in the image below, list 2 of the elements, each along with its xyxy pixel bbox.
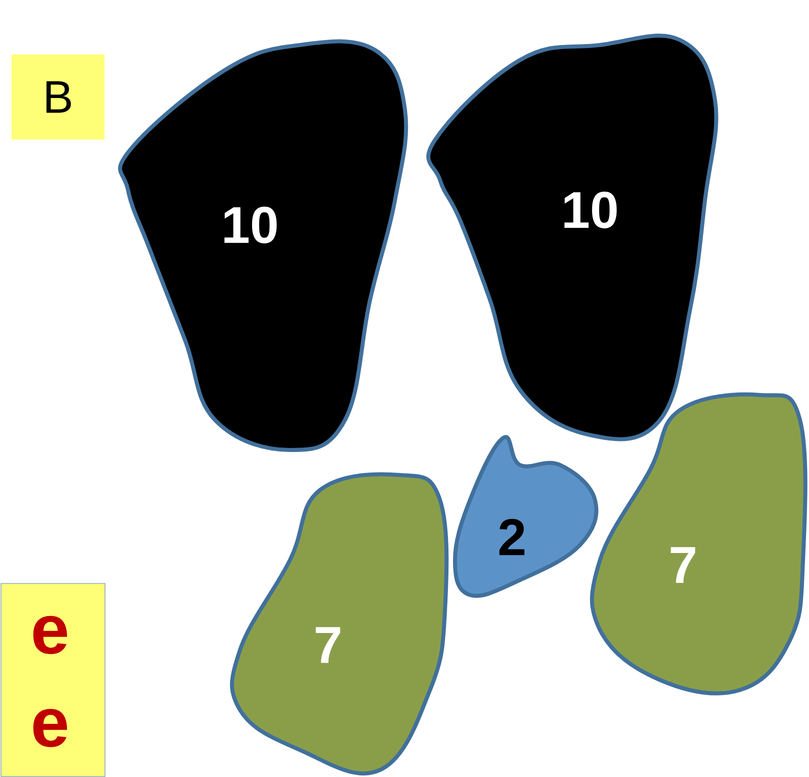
label-box: B: [12, 54, 104, 140]
note-box: e e: [0, 583, 106, 777]
